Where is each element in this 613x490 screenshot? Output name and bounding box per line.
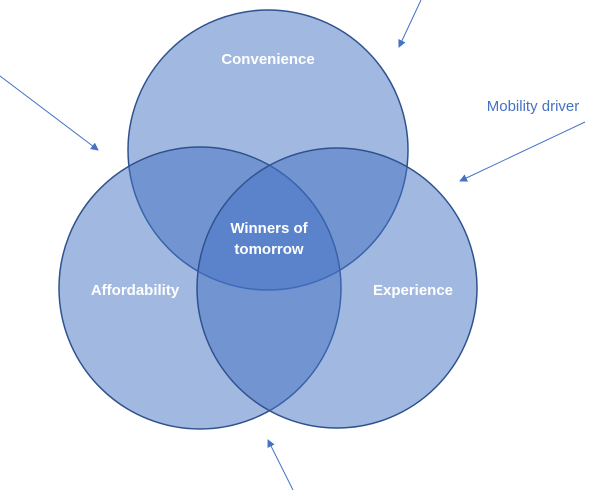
- intersection-line-1: Winners of: [230, 220, 308, 237]
- circle-experience: [196, 147, 478, 429]
- arrow-right: [459, 121, 586, 182]
- label-convenience: Convenience: [221, 51, 314, 68]
- arrows: [0, 0, 586, 490]
- annotation-mobility-driver: Mobility driver: [487, 98, 580, 115]
- arrow-top-left: [0, 75, 99, 151]
- arrow-bottom: [267, 439, 294, 490]
- label-experience: Experience: [373, 282, 453, 299]
- label-affordability: Affordability: [91, 282, 180, 299]
- arrow-top-right: [398, 0, 422, 48]
- intersection-label: Winners of tomorrow: [230, 220, 308, 258]
- venn-circles: [58, 9, 478, 430]
- intersection-line-2: tomorrow: [234, 241, 303, 258]
